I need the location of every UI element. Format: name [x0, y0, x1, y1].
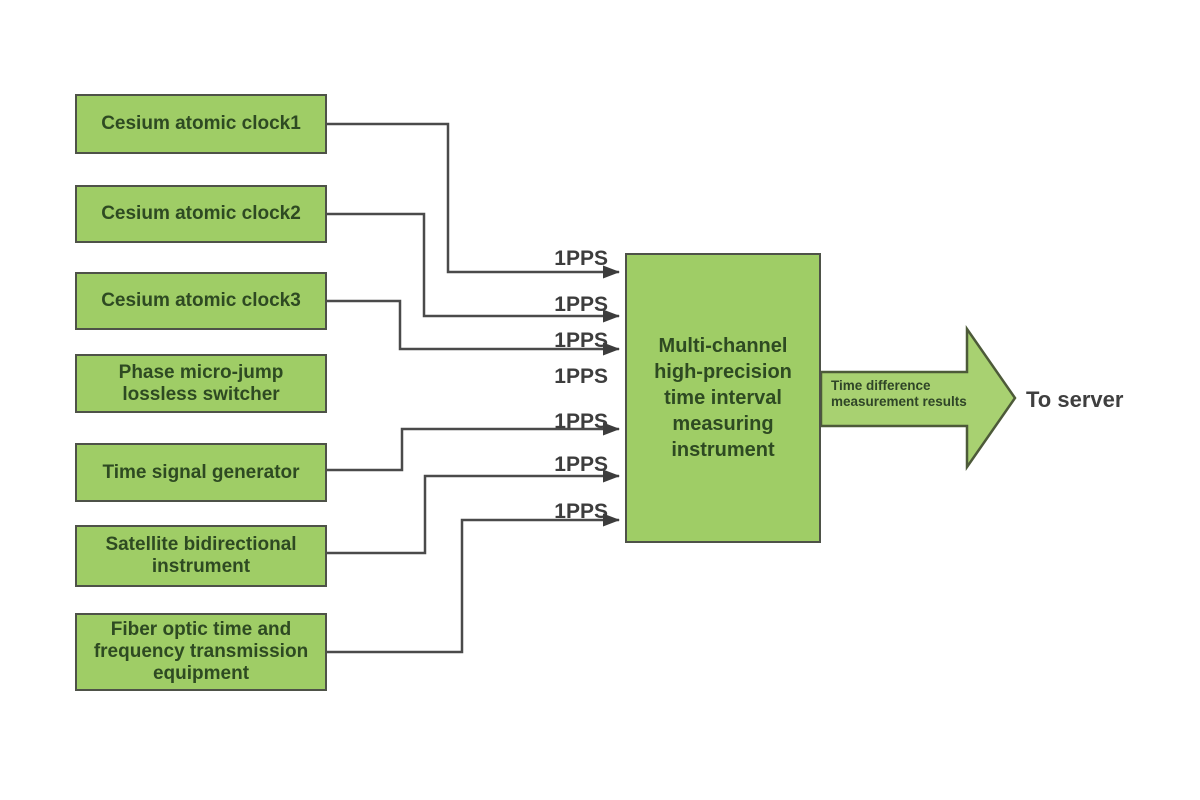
source-box-fiber-optic: Fiber optic time and frequency transmiss…	[75, 613, 327, 691]
processor-box-measuring-instrument: Multi-channel high-precision time interv…	[625, 253, 821, 543]
source-box-cesium-clock2: Cesium atomic clock2	[75, 185, 327, 243]
connector-clock1	[327, 122, 620, 279]
signal-label-1pps-1: 1PPS	[554, 247, 608, 270]
destination-label: To server	[1026, 387, 1124, 412]
output-arrow-label: Time difference measurement results	[831, 378, 967, 409]
connector-satellite-bidirectional	[327, 469, 620, 555]
signal-label-1pps-7: 1PPS	[554, 500, 608, 523]
source-box-phase-switcher: Phase micro-jump lossless switcher	[75, 354, 327, 413]
signal-label-1pps-4: 1PPS	[554, 365, 608, 388]
signal-label-1pps-5: 1PPS	[554, 410, 608, 433]
signal-label-1pps-6: 1PPS	[554, 453, 608, 476]
connector-fiber-optic	[327, 513, 620, 654]
signal-label-1pps-3: 1PPS	[554, 329, 608, 352]
connector-time-signal-generator	[327, 422, 620, 472]
output-block-arrow	[819, 325, 1017, 471]
signal-label-1pps-2: 1PPS	[554, 293, 608, 316]
source-box-cesium-clock1: Cesium atomic clock1	[75, 94, 327, 154]
source-box-cesium-clock3: Cesium atomic clock3	[75, 272, 327, 330]
source-box-satellite-bidirectional: Satellite bidirectional instrument	[75, 525, 327, 587]
connector-clock2	[327, 212, 620, 323]
source-box-time-signal-generator: Time signal generator	[75, 443, 327, 502]
connector-clock3	[327, 299, 620, 356]
